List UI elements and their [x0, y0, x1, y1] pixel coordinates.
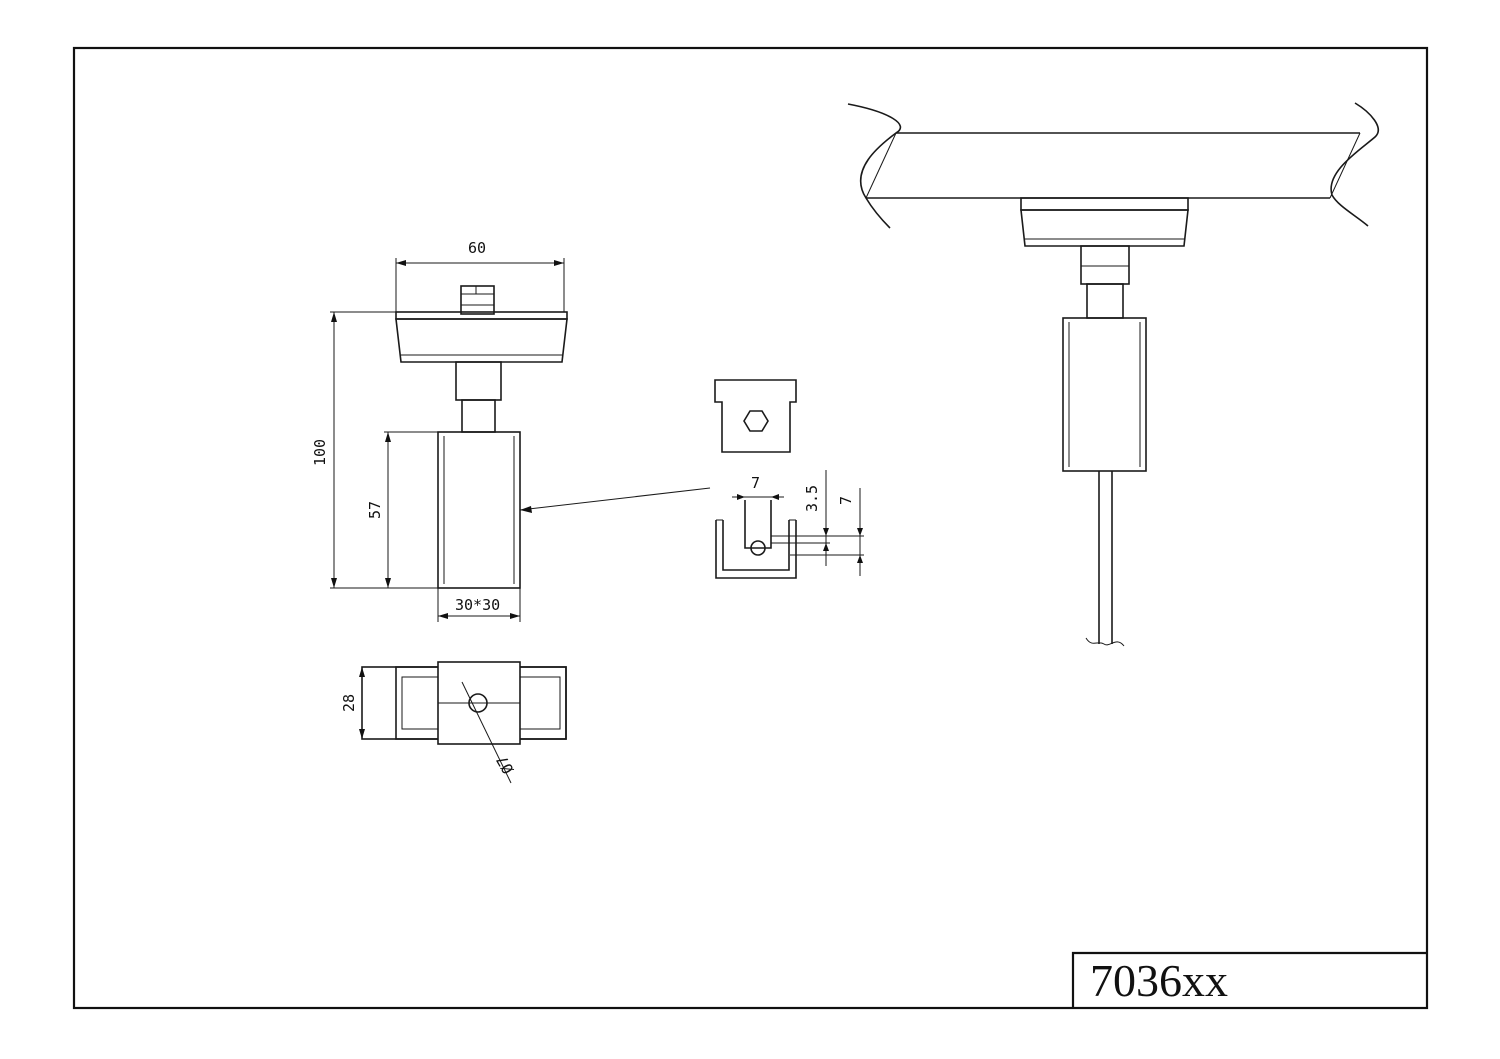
- installed-body: [1062, 317, 1147, 472]
- bottom-view: 28 Ø7: [340, 661, 567, 784]
- dim-slot-offset: 3.5: [803, 485, 821, 512]
- adapter-latch: [460, 285, 495, 315]
- sheet-border: [72, 46, 1429, 1010]
- installed-adapter: [1020, 197, 1189, 211]
- adapter-neck: [455, 361, 502, 401]
- adapter-head: [395, 311, 568, 320]
- dim-total-height: 100: [311, 439, 329, 466]
- dim-body-section: 30*30: [455, 596, 500, 614]
- front-view: 60 100 57 30*30: [311, 239, 711, 622]
- lamp-body: [437, 431, 521, 589]
- clip-detail: 7 3.5 7: [714, 379, 864, 579]
- part-number: 7036xx: [1090, 955, 1228, 1006]
- dim-slot-depth: 7: [837, 496, 855, 505]
- dim-slot-width: 7: [751, 474, 760, 492]
- dim-body-height: 57: [366, 501, 384, 519]
- cable-hole: [468, 693, 488, 713]
- dim-bottom-width: 28: [340, 694, 358, 712]
- dim-hole-diameter: Ø7: [493, 752, 518, 777]
- installed-view: [847, 102, 1379, 647]
- clip-hex-hole: [743, 410, 769, 432]
- title-block: 7036xx: [1071, 951, 1427, 1008]
- dim-head-width: 60: [468, 239, 486, 257]
